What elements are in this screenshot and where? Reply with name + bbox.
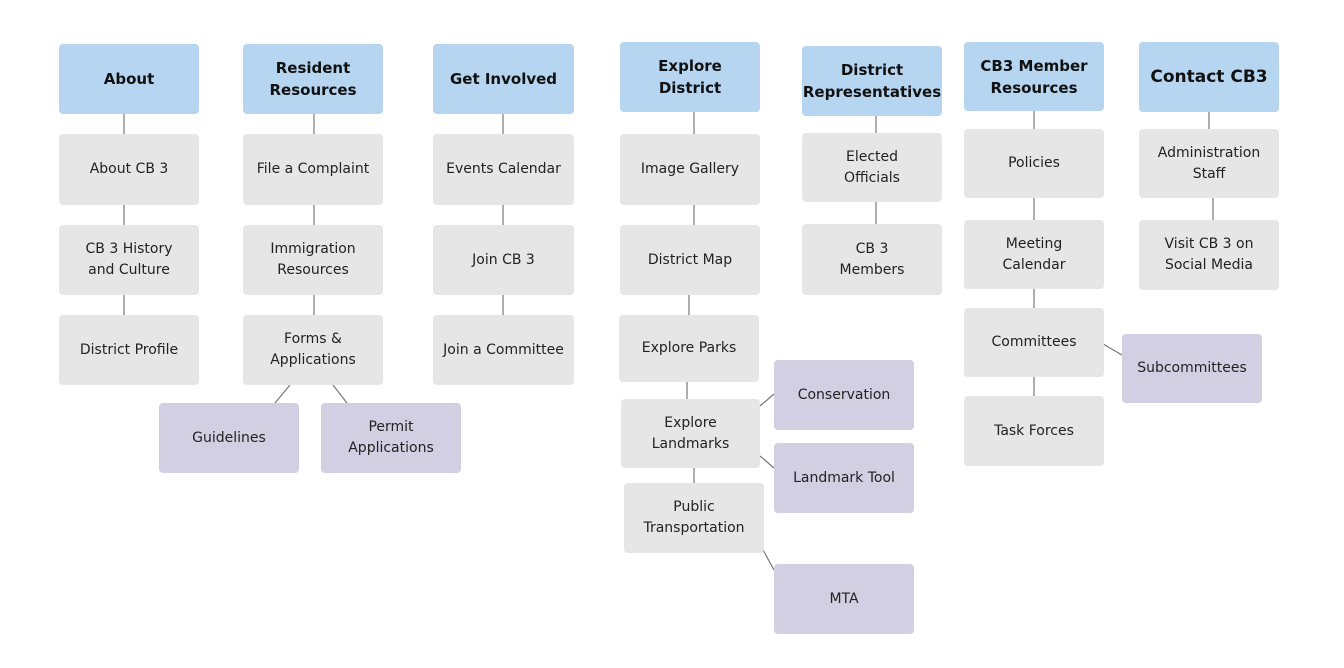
page-policies[interactable]: Policies	[964, 129, 1104, 198]
page-cb3-members[interactable]: CB 3 Members	[802, 224, 942, 295]
page-about-cb3[interactable]: About CB 3	[59, 134, 199, 205]
page-district-map[interactable]: District Map	[620, 225, 760, 295]
subpage-subcommittees[interactable]: Subcommittees	[1122, 334, 1262, 403]
subpage-permit-applications[interactable]: Permit Applications	[321, 403, 461, 473]
page-cb3-history-culture[interactable]: CB 3 History and Culture	[59, 225, 199, 295]
header-explore-district[interactable]: Explore District	[620, 42, 760, 112]
page-meeting-calendar[interactable]: Meeting Calendar	[964, 220, 1104, 289]
page-file-complaint[interactable]: File a Complaint	[243, 134, 383, 205]
header-resident-resources[interactable]: Resident Resources	[243, 44, 383, 114]
subpage-landmark-tool[interactable]: Landmark Tool	[774, 443, 914, 513]
subpage-conservation[interactable]: Conservation	[774, 360, 914, 430]
subpage-mta[interactable]: MTA	[774, 564, 914, 634]
header-get-involved[interactable]: Get Involved	[433, 44, 574, 114]
page-public-transportation[interactable]: Public Transportation	[624, 483, 764, 553]
page-immigration-resources[interactable]: Immigration Resources	[243, 225, 383, 295]
header-about[interactable]: About	[59, 44, 199, 114]
page-join-committee[interactable]: Join a Committee	[433, 315, 574, 385]
page-district-profile[interactable]: District Profile	[59, 315, 199, 385]
page-join-cb3[interactable]: Join CB 3	[433, 225, 574, 295]
header-cb3-member-resources[interactable]: CB3 Member Resources	[964, 42, 1104, 111]
page-explore-landmarks[interactable]: Explore Landmarks	[621, 399, 760, 468]
header-district-representatives[interactable]: District Representatives	[802, 46, 942, 116]
page-events-calendar[interactable]: Events Calendar	[433, 134, 574, 205]
subpage-guidelines[interactable]: Guidelines	[159, 403, 299, 473]
page-task-forces[interactable]: Task Forces	[964, 396, 1104, 466]
header-contact-cb3[interactable]: Contact CB3	[1139, 42, 1279, 112]
page-elected-officials[interactable]: Elected Officials	[802, 133, 942, 202]
page-image-gallery[interactable]: Image Gallery	[620, 134, 760, 205]
page-committees[interactable]: Committees	[964, 308, 1104, 377]
page-visit-cb3-social-media[interactable]: Visit CB 3 on Social Media	[1139, 220, 1279, 290]
page-forms-applications[interactable]: Forms & Applications	[243, 315, 383, 385]
page-explore-parks[interactable]: Explore Parks	[619, 315, 759, 382]
page-administration-staff[interactable]: Administration Staff	[1139, 129, 1279, 198]
